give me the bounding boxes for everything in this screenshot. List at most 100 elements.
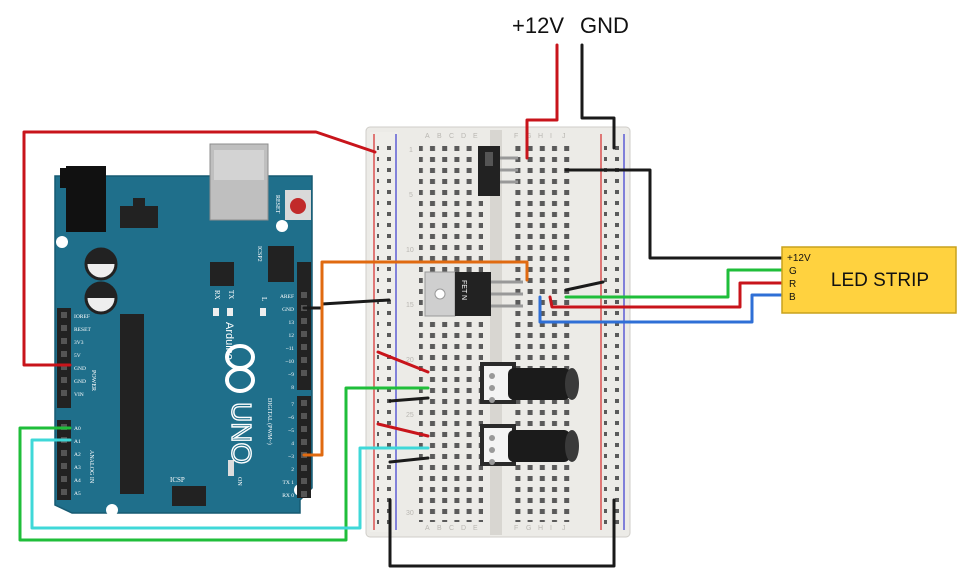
svg-text:AREF: AREF: [280, 294, 294, 300]
svg-text:F: F: [514, 525, 518, 532]
l-led-label: L: [260, 297, 268, 301]
svg-text:B: B: [437, 525, 442, 532]
svg-text:G: G: [526, 525, 531, 532]
digital-pin-labels: AREF GND 13 12 ~11 ~10 ~9 8 7 ~6 ~5 4 ~3…: [280, 294, 294, 499]
svg-text:8: 8: [291, 385, 294, 391]
tx-label: TX: [227, 290, 235, 299]
wire-pot2-vcc: [376, 422, 430, 438]
svg-text:I: I: [550, 525, 552, 532]
svg-text:30: 30: [406, 510, 414, 517]
breadboard-column-labels: A B C D E F G H I J A B C D E F G H I J: [425, 133, 566, 532]
svg-text:J: J: [562, 525, 566, 532]
svg-text:~3: ~3: [288, 454, 294, 460]
svg-text:B: B: [789, 292, 796, 303]
brand-label: Arduino: [223, 322, 235, 360]
wire-5v: [22, 130, 377, 367]
analog-pin-labels: A0 A1 A2 A3 A4 A5: [74, 426, 81, 497]
svg-text:D: D: [461, 525, 466, 532]
wire-12v-supply: [525, 43, 559, 160]
n-channel-mosfet: FET N: [424, 271, 523, 317]
arduino-logo: Arduino UNO: [223, 322, 258, 465]
wire-led-b: [538, 293, 784, 324]
svg-text:RESET: RESET: [74, 327, 91, 333]
svg-text:~11: ~11: [286, 346, 295, 352]
potentiometer-1: [480, 362, 579, 404]
svg-text:A: A: [425, 133, 430, 140]
svg-text:IOREF: IOREF: [74, 314, 90, 320]
potentiometer-2: [480, 424, 579, 466]
wire-led-r: [548, 281, 784, 309]
svg-text:F: F: [514, 133, 518, 140]
on-led-label: ON: [236, 477, 242, 486]
wire-gnd-cross: [564, 280, 605, 292]
svg-text:A1: A1: [74, 439, 81, 445]
svg-text:5V: 5V: [74, 353, 81, 359]
reset-label: RESET: [274, 195, 280, 214]
svg-text:GND: GND: [74, 366, 86, 372]
wire-a0: [18, 386, 430, 542]
svg-text:12: 12: [289, 333, 295, 339]
svg-text:I: I: [550, 133, 552, 140]
svg-text:15: 15: [406, 302, 414, 309]
svg-text:~10: ~10: [286, 359, 295, 365]
slide-switch: [478, 146, 518, 196]
led-strip: LED STRIP +12V G R B: [781, 246, 957, 314]
led-strip-pins: +12V G R B: [787, 253, 811, 303]
analog-in-label: ANALOG IN: [88, 450, 94, 484]
svg-text:13: 13: [289, 320, 295, 326]
svg-text:A: A: [425, 525, 430, 532]
svg-text:A0: A0: [74, 426, 81, 432]
svg-text:G: G: [526, 133, 531, 140]
svg-text:J: J: [562, 133, 566, 140]
svg-text:~9: ~9: [288, 372, 294, 378]
rx-label: RX: [213, 290, 221, 300]
led-strip-title: LED STRIP: [831, 270, 929, 291]
icsp-label: ICSP: [170, 476, 185, 484]
svg-text:A5: A5: [74, 491, 81, 497]
svg-text:TX 1: TX 1: [283, 480, 295, 486]
svg-text:H: H: [538, 133, 543, 140]
svg-text:A4: A4: [74, 478, 81, 484]
power-pin-labels: IOREF RESET 3V3 5V GND GND VIN: [74, 314, 91, 398]
svg-text:B: B: [437, 133, 442, 140]
svg-text:A3: A3: [74, 465, 81, 471]
svg-text:G: G: [789, 266, 797, 277]
svg-text:10: 10: [406, 247, 414, 254]
svg-text:4: 4: [291, 441, 294, 447]
mosfet-label: FET N: [460, 280, 467, 300]
svg-text:25: 25: [406, 412, 414, 419]
power-label: POWER: [90, 370, 96, 391]
svg-text:D: D: [461, 133, 466, 140]
svg-text:20: 20: [406, 357, 414, 364]
model-label: UNO: [226, 402, 257, 464]
svg-text:7: 7: [291, 402, 294, 408]
svg-text:A2: A2: [74, 452, 81, 458]
svg-text:2: 2: [291, 467, 294, 473]
supply-gnd-label: GND: [580, 13, 629, 38]
icsp2-label: ICSP2: [256, 246, 262, 262]
wire-pwm-3: [302, 260, 529, 457]
svg-text:C: C: [449, 133, 454, 140]
wire-led-g: [564, 268, 784, 299]
wire-pot1-gnd: [388, 396, 430, 403]
svg-text:E: E: [473, 133, 478, 140]
svg-text:GND: GND: [74, 379, 86, 385]
svg-text:~5: ~5: [288, 428, 294, 434]
arduino-uno: RESET ICSP2 ON RX TX L Arduino UNO ICSP: [54, 143, 313, 516]
svg-text:~6: ~6: [288, 415, 294, 421]
digital-label: DIGITAL (PWM~): [266, 398, 273, 445]
svg-text:E: E: [473, 525, 478, 532]
supply-12v-label: +12V: [512, 13, 564, 38]
wire-pot2-gnd: [388, 456, 430, 464]
breadboard: A B C D E F G H I J A B C D E F G H I J …: [365, 126, 631, 538]
wire-pot1-vcc: [376, 350, 430, 374]
breadboard-row-labels: 1 5 10 15 20 25 30: [406, 147, 414, 517]
svg-text:+12V: +12V: [787, 253, 811, 264]
wires: [18, 43, 784, 568]
svg-text:C: C: [449, 525, 454, 532]
svg-text:H: H: [538, 525, 543, 532]
svg-text:R: R: [789, 279, 796, 290]
svg-text:RX 0: RX 0: [282, 493, 294, 499]
svg-text:GND: GND: [282, 307, 294, 313]
